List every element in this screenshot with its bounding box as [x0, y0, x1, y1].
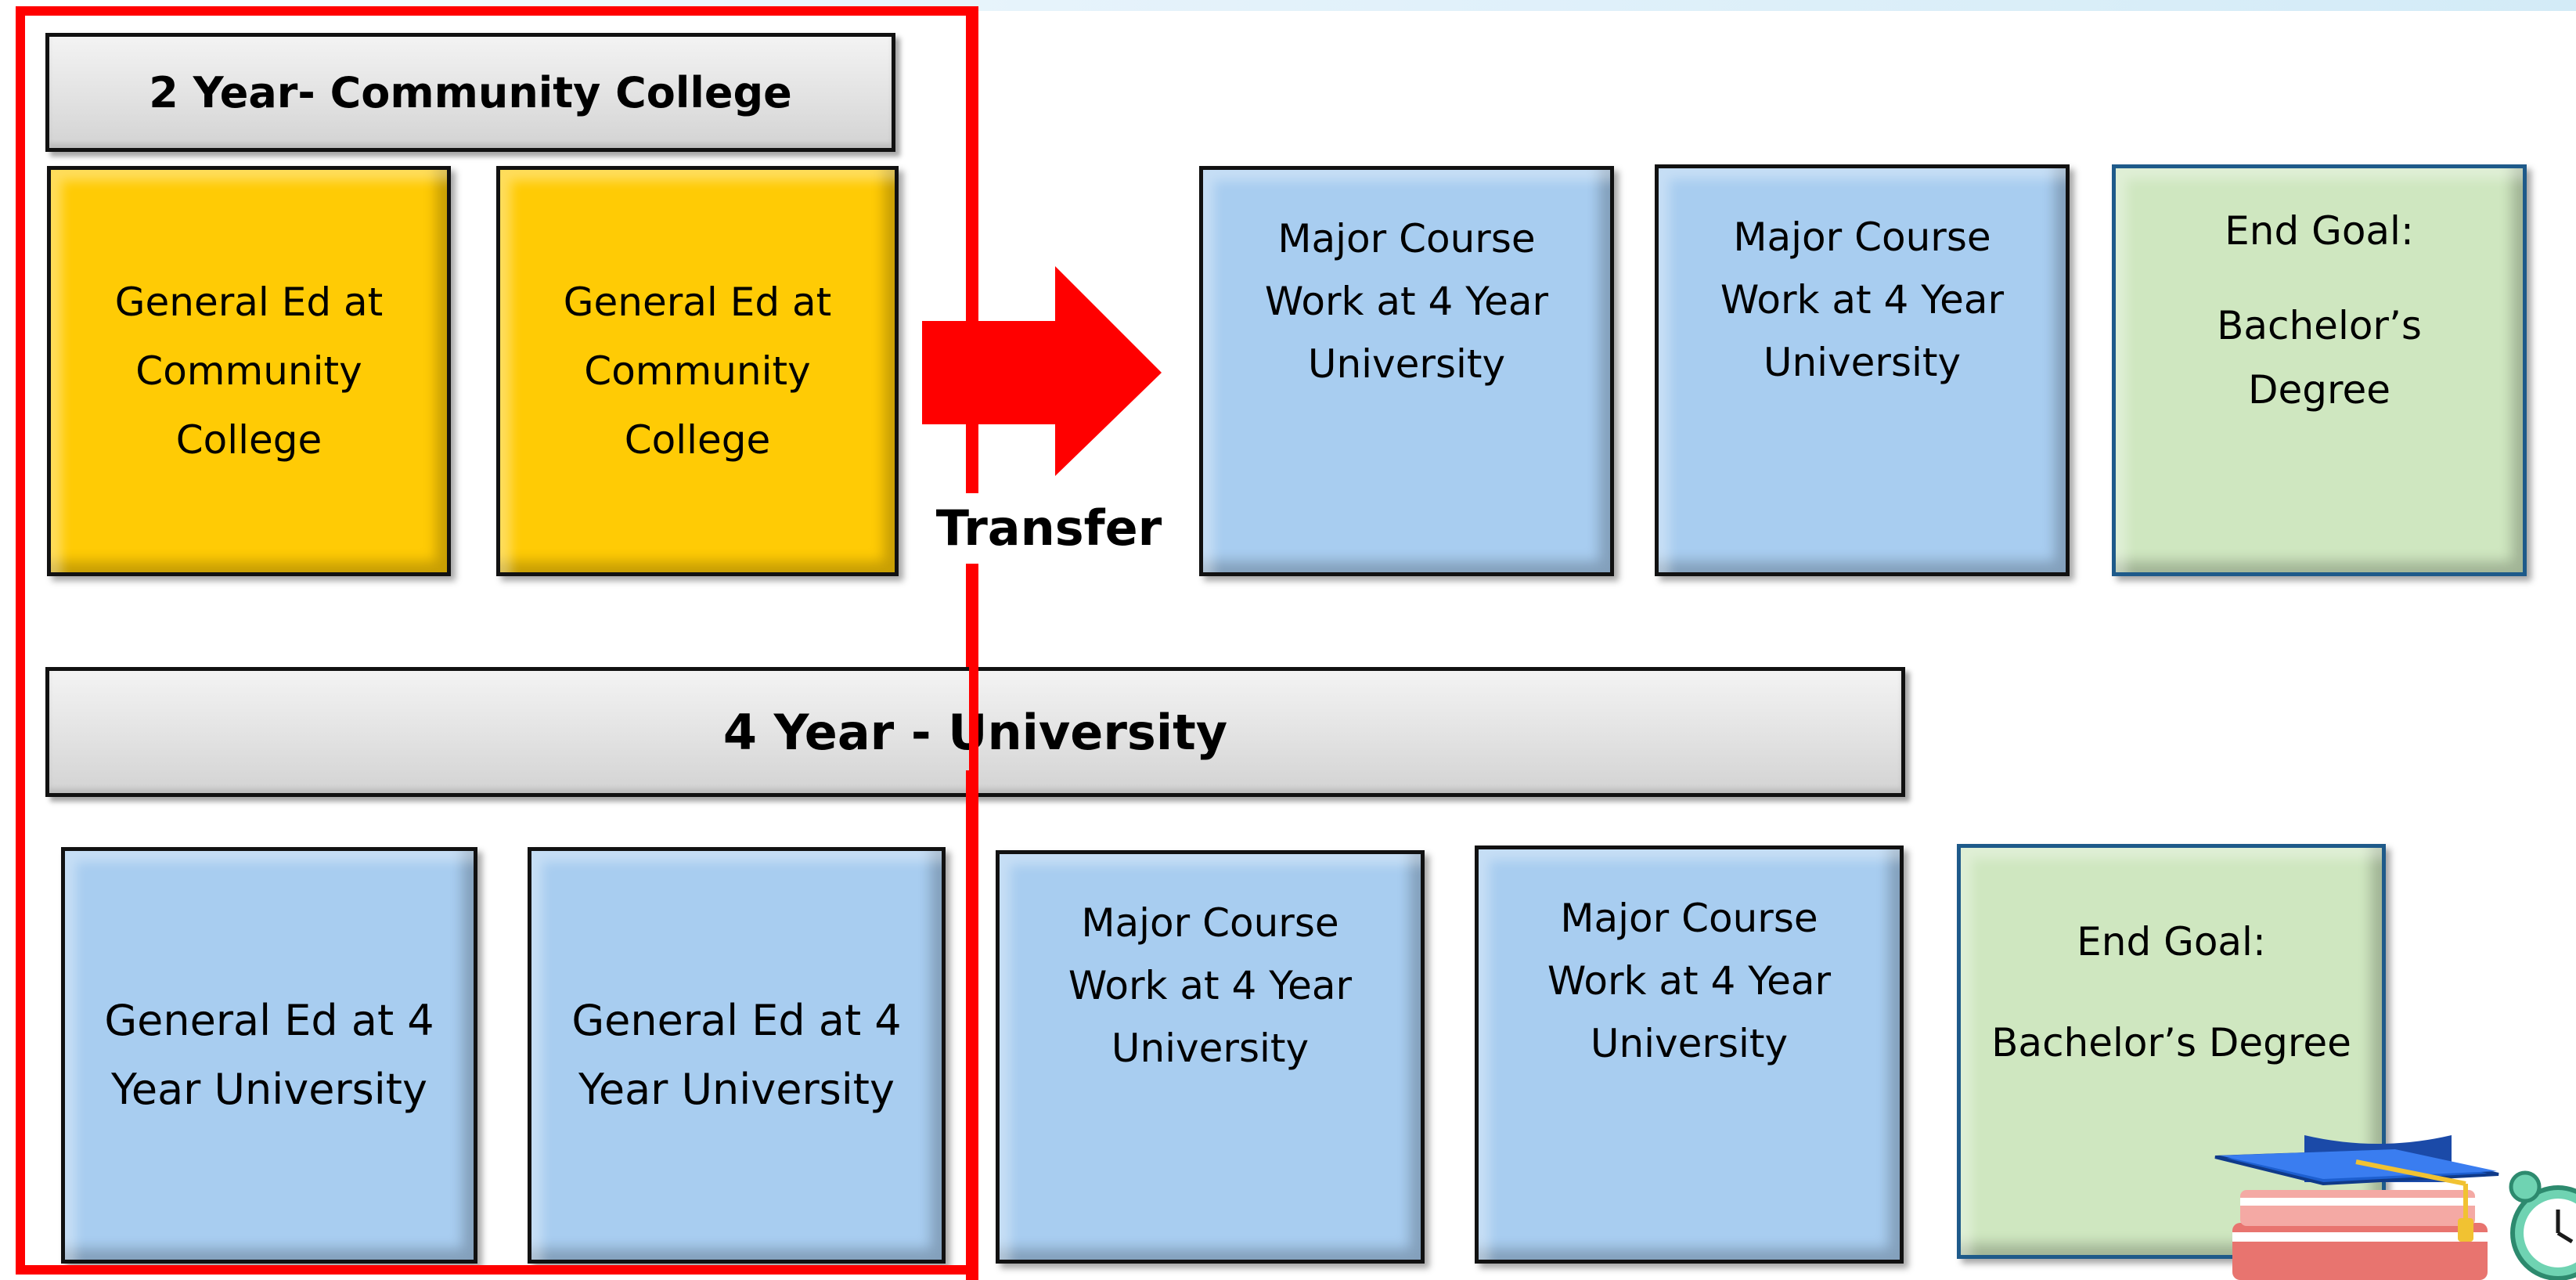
community-college-header: 2 Year- Community College	[45, 33, 895, 152]
end-goal-degree: Bachelor’s Degree	[2217, 303, 2422, 413]
major-coursework-box-university-1: Major Course Work at 4 Year University	[996, 850, 1425, 1264]
major-coursework-box-transfer-2: Major Course Work at 4 Year University	[1655, 164, 2070, 576]
end-goal-degree-university: Bachelor’s Degree	[1991, 1020, 2351, 1065]
end-goal-label-university: End Goal:	[2077, 919, 2266, 965]
end-goal-content: End Goal: Bachelor’s Degree	[2217, 200, 2422, 422]
end-goal-content-university: End Goal: Bachelor’s Degree	[1991, 910, 2351, 1075]
end-goal-label: End Goal:	[2225, 208, 2414, 254]
general-ed-university-box-2: General Ed at 4 Year University	[528, 847, 946, 1264]
transfer-arrow-shape	[922, 266, 1162, 476]
major-coursework-box-transfer-1: Major Course Work at 4 Year University	[1199, 166, 1614, 576]
major-coursework-box-university-2: Major Course Work at 4 Year University	[1475, 846, 1904, 1264]
general-ed-community-college-box-2: General Ed at Community College	[496, 166, 899, 576]
general-ed-university-box-1: General Ed at 4 Year University	[61, 847, 477, 1264]
highlight-divider-lower	[966, 770, 978, 1280]
highlight-divider-middle	[966, 564, 978, 667]
top-gradient-band	[0, 0, 2576, 11]
transfer-label: Transfer	[924, 493, 1174, 564]
end-goal-box-university: End Goal: Bachelor’s Degree	[1957, 844, 2386, 1259]
alarm-clock-icon	[2509, 1170, 2576, 1280]
general-ed-community-college-box-1: General Ed at Community College	[47, 166, 451, 576]
highlight-divider-upper	[966, 6, 978, 499]
end-goal-box-transfer: End Goal: Bachelor’s Degree	[2112, 164, 2527, 576]
